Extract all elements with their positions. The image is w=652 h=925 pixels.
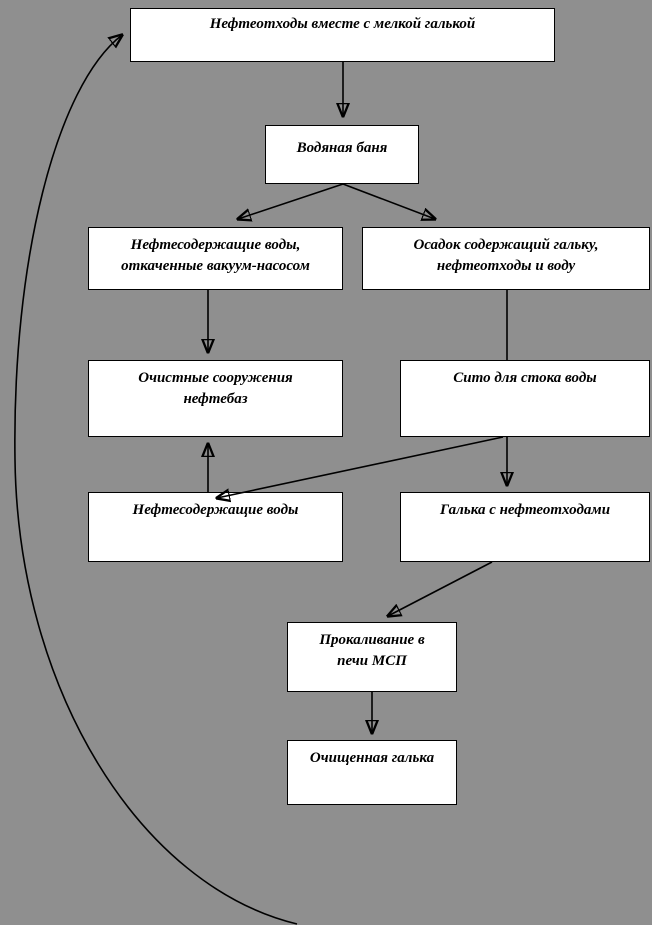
node-label-line: печи МСП — [337, 653, 407, 669]
arrow-bath-to-oily-water-vacuum — [238, 183, 344, 219]
node-cleaned-pebbles: Очищенная галька — [287, 740, 457, 805]
node-label-line: Нефтесодержащие воды, — [130, 237, 301, 253]
node-label-line: Галька с нефтеотходами — [439, 502, 611, 518]
node-sediment-with-pebbles: Осадок содержащий гальку, нефтеотходы и … — [362, 227, 650, 290]
node-label-line: нефтеотходы и воду — [436, 258, 576, 274]
node-label-line: Водяная баня — [296, 140, 388, 156]
node-label-line: Прокаливание в — [319, 632, 425, 648]
node-label-line: Нефтесодержащие воды — [132, 502, 299, 518]
node-label-line: откаченные вакуум-насосом — [121, 258, 310, 274]
node-treatment-facilities: Очистные сооружения нефтебаз — [88, 360, 343, 437]
arrow-recycle-loop-to-top — [14, 35, 298, 925]
node-label-line: Нефтеотходы вместе с мелкой галькой — [209, 16, 476, 32]
node-label-line: Осадок содержащий гальку, — [413, 237, 599, 253]
node-oily-water-vacuum: Нефтесодержащие воды, откаченные вакуум-… — [88, 227, 343, 290]
node-pebbles-with-oil-waste: Галька с нефтеотходами — [400, 492, 650, 562]
node-water-drain-sieve: Сито для стока воды — [400, 360, 650, 437]
arrow-sieve-to-oily-water — [217, 436, 504, 498]
node-label-line: Сито для стока воды — [453, 370, 597, 386]
node-label-line: Очистные сооружения — [138, 370, 293, 386]
node-water-bath: Водяная баня — [265, 125, 419, 184]
arrow-bath-to-sediment — [342, 183, 435, 219]
node-label-line: нефтебаз — [183, 391, 248, 407]
node-oil-waste-with-pebbles: Нефтеотходы вместе с мелкой галькой — [130, 8, 555, 62]
arrow-pebbles-to-calcination — [388, 561, 493, 616]
node-oily-water: Нефтесодержащие воды — [88, 492, 343, 562]
node-label-line: Очищенная галька — [309, 750, 435, 766]
node-calcination-msp-furnace: Прокаливание в печи МСП — [287, 622, 457, 692]
